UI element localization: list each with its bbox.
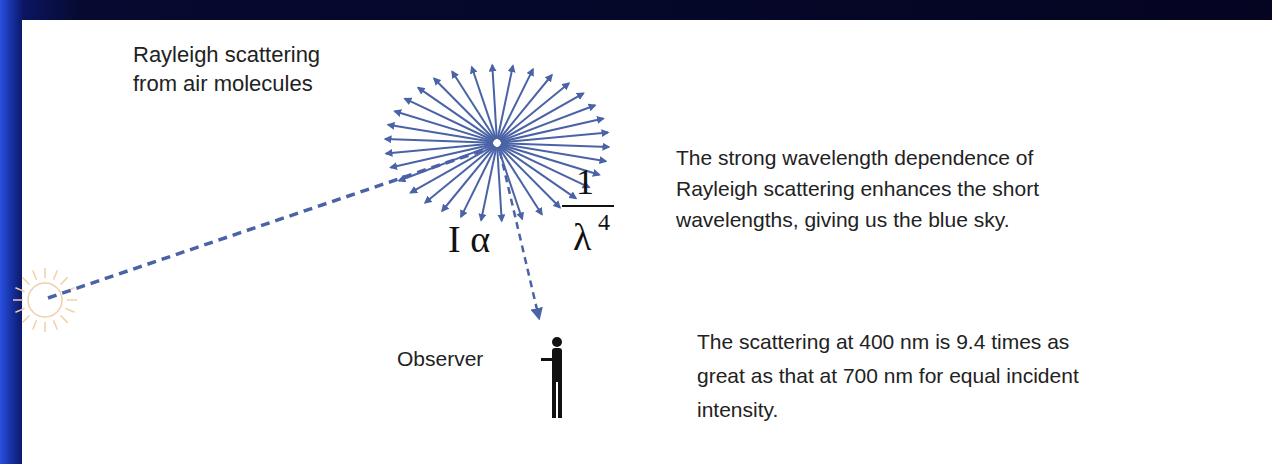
scatter-arrow (418, 88, 494, 141)
scatter-burst (385, 65, 609, 221)
scatter-arrow (395, 111, 494, 141)
sun-ray (44, 268, 46, 278)
scatter-arrow (499, 147, 542, 215)
observer-leg (552, 380, 556, 418)
scatter-arrow (405, 99, 494, 141)
observer-head (552, 337, 562, 347)
fraction-bar (562, 205, 614, 207)
scatter-arrow (481, 147, 496, 220)
sun-ray (33, 270, 37, 279)
scatter-arrow (442, 146, 495, 211)
sun-ray (53, 320, 57, 329)
scatter-arrow (499, 75, 552, 140)
sun-ray (61, 277, 68, 284)
sun-ray (22, 316, 29, 323)
scatter-arrow (425, 146, 494, 203)
note-text: The strong wavelength dependence of Rayl… (676, 142, 1066, 235)
sun-ray (53, 270, 57, 279)
sun-ray (22, 277, 29, 284)
scatter-arrow (500, 145, 589, 187)
scatter-arrow (500, 83, 569, 140)
sun-ray (65, 308, 74, 312)
formula-text: 4 (598, 210, 610, 234)
scatter-arrow (492, 65, 497, 139)
scatter-arrow (498, 66, 513, 139)
observer-leg (558, 380, 562, 418)
formula-text: I α (448, 220, 490, 258)
observer-figure (541, 337, 562, 418)
scatter-arrow (500, 146, 576, 199)
sun-ray (61, 316, 68, 323)
sun-ray (13, 299, 23, 301)
note-text: The scattering at 400 nm is 9.4 times as… (697, 325, 1102, 427)
scatter-arrow (386, 144, 493, 154)
formula-text: 1 (576, 164, 594, 200)
formula-text: λ (573, 218, 591, 256)
scatter-arrow (452, 72, 495, 140)
sun-ray (15, 288, 24, 292)
observer-body (552, 348, 562, 382)
sun-ray (44, 322, 46, 332)
scatter-arrow (501, 133, 608, 143)
observer-arm (541, 358, 555, 361)
sun-disc (28, 283, 62, 317)
sun-symbol (13, 268, 77, 332)
sun-ray (67, 299, 77, 301)
scattered-ray (500, 152, 539, 318)
sun-ray (15, 308, 24, 312)
observer-label: Observer (397, 344, 483, 374)
sun-ray (33, 320, 37, 329)
caption-text: Rayleigh scattering from air molecules (133, 40, 358, 98)
